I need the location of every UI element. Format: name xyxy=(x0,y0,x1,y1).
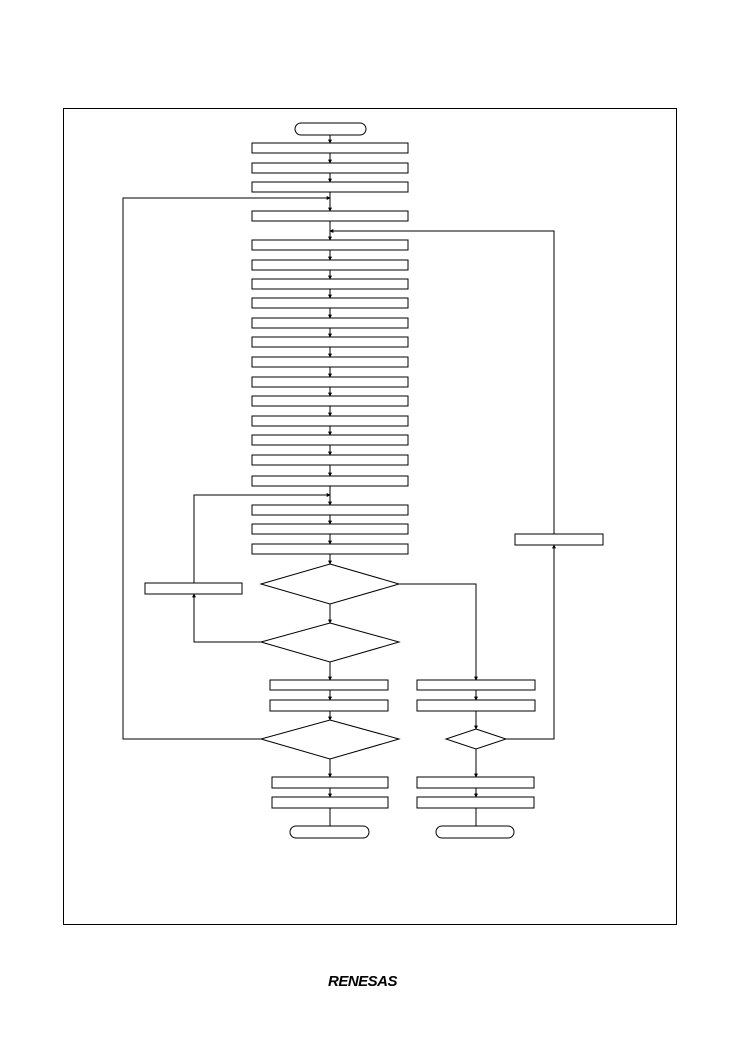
diagram-frame xyxy=(63,108,677,925)
end-terminal-right xyxy=(435,825,515,839)
logo-text: RENESAS xyxy=(328,973,398,990)
left-branch-step-1 xyxy=(269,679,389,691)
decision-2 xyxy=(259,622,401,663)
main-step-10 xyxy=(251,415,409,427)
main-step-12 xyxy=(251,454,409,466)
main-step-7 xyxy=(251,356,409,368)
left-branch-steps xyxy=(269,679,389,712)
init-step-3 xyxy=(251,181,409,193)
left-branch-step-2 xyxy=(269,699,389,712)
outer-loop-step xyxy=(251,210,409,222)
right-end-step-1 xyxy=(416,776,535,789)
right-branch-step-2 xyxy=(416,699,536,712)
decision-4 xyxy=(444,728,508,750)
right-branch-step-1 xyxy=(416,679,536,691)
init-step-1 xyxy=(251,142,409,154)
main-step-5 xyxy=(251,317,409,329)
init-steps xyxy=(251,142,409,193)
right-loop-box xyxy=(514,533,604,546)
renesas-logo: RENESAS xyxy=(328,973,398,990)
inner-step-1 xyxy=(251,504,409,516)
end-terminal-left xyxy=(289,825,370,839)
left-loop-box xyxy=(144,582,243,595)
connectors xyxy=(122,135,556,826)
left-end-step-2 xyxy=(271,796,389,809)
main-step-4 xyxy=(251,297,409,309)
main-step-2 xyxy=(251,259,409,271)
main-step-3 xyxy=(251,278,409,290)
decision-1 xyxy=(259,563,401,605)
main-step-6 xyxy=(251,336,409,348)
main-step-11 xyxy=(251,434,409,446)
main-step-8 xyxy=(251,376,409,388)
start-terminal xyxy=(294,122,367,136)
left-end-step-1 xyxy=(271,776,389,789)
decision-3 xyxy=(259,719,401,760)
main-step-1 xyxy=(251,239,409,251)
main-step-13 xyxy=(251,475,409,487)
inner-loop-steps xyxy=(251,504,409,555)
init-step-2 xyxy=(251,162,409,174)
main-step-9 xyxy=(251,395,409,407)
inner-step-2 xyxy=(251,523,409,535)
inner-step-3 xyxy=(251,543,409,555)
right-end-step-2 xyxy=(416,796,535,809)
